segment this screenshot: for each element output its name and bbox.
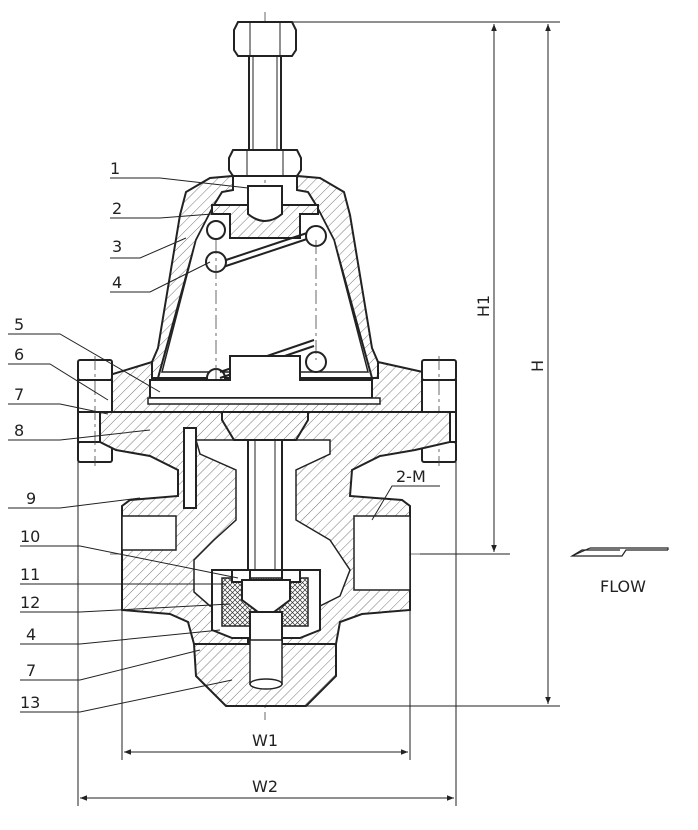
label-part-7-upper: 7: [14, 385, 24, 404]
label-part-11: 11: [20, 565, 40, 584]
dimension-h1-label: H1: [474, 295, 493, 317]
lock-nut: [228, 149, 302, 177]
sensing-tube: [183, 427, 197, 509]
dimension-h-label: H: [528, 360, 547, 372]
leader-lines: [8, 177, 249, 713]
dimension-w2: W2: [77, 462, 457, 806]
label-part-3: 3: [112, 237, 122, 256]
label-part-12: 12: [20, 593, 40, 612]
flow-label: FLOW: [600, 577, 646, 596]
label-part-1: 1: [110, 159, 120, 178]
dimension-h: H: [306, 21, 560, 707]
label-part-9: 9: [26, 489, 36, 508]
label-part-13: 13: [20, 693, 40, 712]
label-part-2: 2: [112, 199, 122, 218]
flow-arrow-icon: [569, 547, 669, 557]
diaphragm: [147, 397, 381, 405]
label-part-4-upper: 4: [112, 273, 122, 292]
label-part-6: 6: [14, 345, 24, 364]
dimension-w1: W1: [121, 610, 411, 760]
label-part-7-lower: 7: [26, 661, 36, 680]
dimension-w2-label: W2: [252, 777, 278, 796]
thread-callout: 2-M: [371, 467, 440, 521]
dimension-h1: H1: [292, 21, 510, 555]
label-part-10: 10: [20, 527, 40, 546]
adjusting-bolt: [233, 21, 297, 153]
label-part-5: 5: [14, 315, 24, 334]
label-part-8: 8: [14, 421, 24, 440]
thread-callout-label: 2-M: [396, 467, 426, 486]
dimension-w1-label: W1: [252, 731, 278, 750]
label-part-4-lower: 4: [26, 625, 36, 644]
